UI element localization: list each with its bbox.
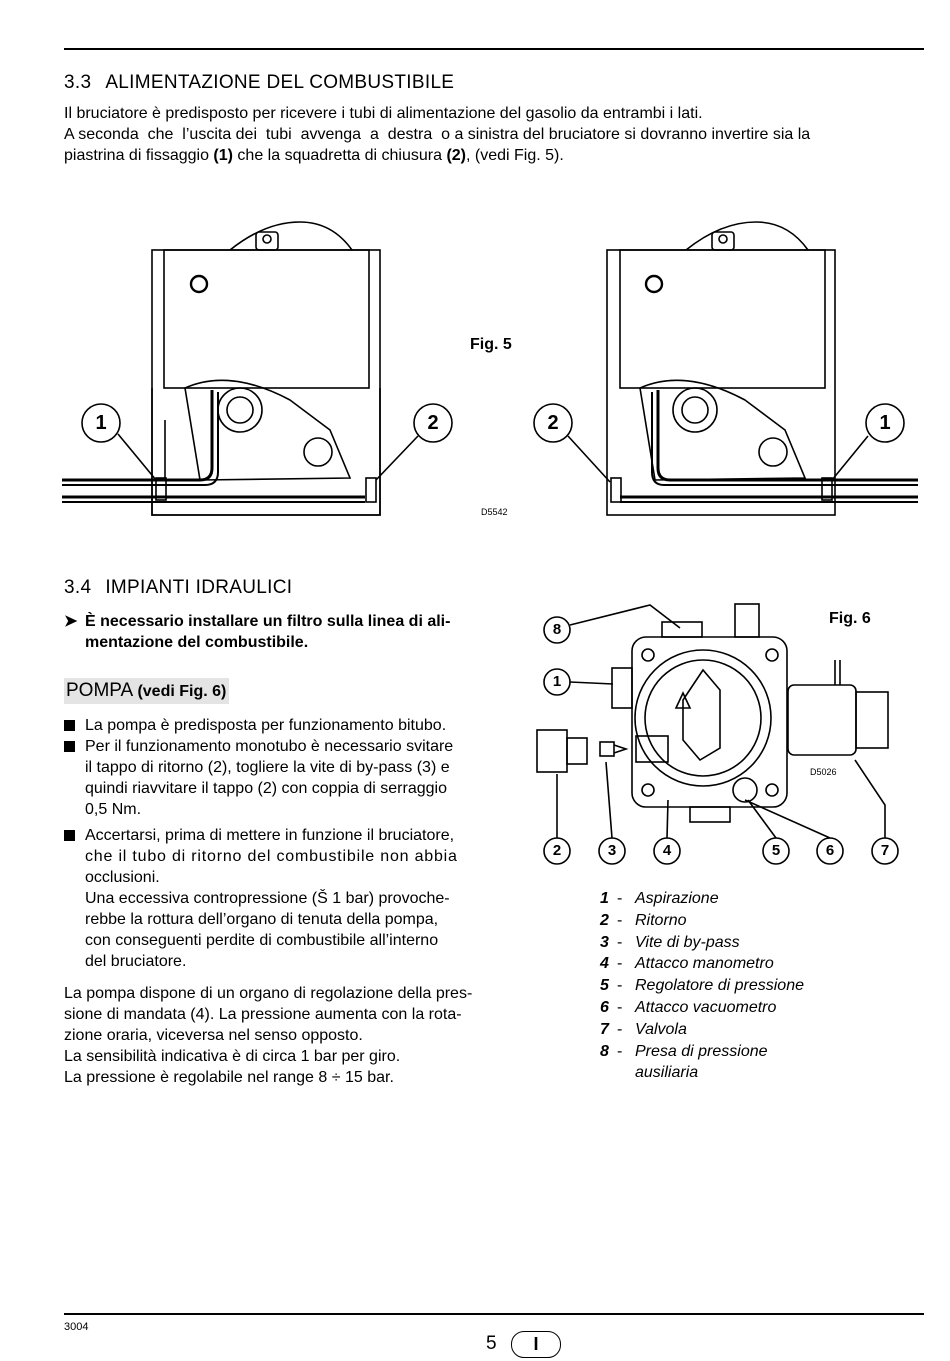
para-line: sione di mandata (4). La pressione aumen…: [64, 1006, 462, 1023]
bullet-1: La pompa è predisposta per funzionamento…: [64, 715, 511, 736]
bullet-text: il tappo di ritorno (2), togliere la vit…: [85, 759, 450, 776]
legend-num: 8: [600, 1042, 609, 1060]
language-badge: I: [511, 1331, 561, 1358]
fig5-code: D5542: [481, 507, 508, 517]
legend-item: 5-Regolatore di pressione: [600, 975, 804, 997]
bullet-square-icon: [64, 830, 75, 841]
legend-item: 1-Aspirazione: [600, 888, 804, 910]
text-line: piastrina di fissaggio (1) che la squadr…: [64, 145, 926, 166]
legend-item: 4-Attacco manometro: [600, 953, 804, 975]
text-span: , (vedi Fig. 5).: [466, 147, 564, 164]
page-number: 5: [486, 1333, 497, 1354]
legend-item: 3-Vite di by-pass: [600, 932, 804, 954]
legend-text: Attacco manometro: [635, 955, 774, 973]
legend-num: 3: [600, 933, 609, 951]
legend-text: Attacco vacuometro: [635, 998, 777, 1016]
section-3-3-heading: 3.3 ALIMENTAZIONE DEL COMBUSTIBILE: [64, 72, 454, 94]
bullet-text: quindi riavvitare il tappo (2) con coppi…: [85, 780, 447, 797]
bullet-square-icon: [64, 741, 75, 752]
legend-num: 6: [600, 998, 609, 1016]
fig5-callout-1: 1: [95, 412, 107, 434]
legend-num: 2: [600, 911, 609, 929]
arrow-icon: ➤: [64, 613, 78, 630]
bullet-square-icon: [64, 720, 75, 731]
legend-num: 4: [600, 955, 609, 973]
ref-2: (2): [446, 147, 467, 164]
fig6-callout-8: 8: [552, 621, 562, 638]
legend-text: Aspirazione: [635, 890, 719, 907]
bullet-text: con conseguenti perdite di combustibile …: [85, 932, 439, 949]
section-3-3-text: Il bruciatore è predisposto per ricevere…: [64, 103, 926, 166]
text-line: A seconda che l’uscita dei tubi avvenga …: [64, 126, 811, 143]
legend-num: 1: [600, 890, 609, 907]
bullet-text: del bruciatore.: [85, 953, 187, 970]
legend-num: 5: [600, 977, 609, 995]
fig6-legend: 1-Aspirazione 2-Ritorno 3-Vite di by-pas…: [600, 888, 804, 1084]
legend-item: 7-Valvola: [600, 1019, 804, 1041]
legend-text: Regolatore di pressione: [635, 977, 804, 995]
top-rule: [64, 48, 924, 50]
legend-text: Ritorno: [635, 911, 687, 929]
fig6-callout-2: 2: [552, 842, 562, 859]
bullet-text: che il tubo di ritorno del combustibile …: [85, 848, 458, 865]
fig6-callout-7: 7: [880, 842, 890, 859]
bullet-text: Accertarsi, prima di mettere in funzione…: [85, 827, 455, 844]
text-span: che la squadretta di chiusura: [232, 147, 447, 164]
pompa-title: POMPA: [66, 680, 133, 701]
section-title: IMPIANTI IDRAULICI: [105, 577, 293, 598]
fig6-callout-3: 3: [607, 842, 617, 859]
bullet-2: Per il funzionamento monotubo è necessar…: [64, 736, 511, 820]
fig5-callout-1b: 1: [879, 412, 891, 434]
fig5-label: Fig. 5: [470, 336, 512, 353]
para-line: zione oraria, viceversa nel senso oppost…: [64, 1027, 363, 1044]
bullet-text: Per il funzionamento monotubo è necessar…: [85, 738, 454, 755]
text-span: piastrina di fissaggio: [64, 147, 214, 164]
bullet-text: 0,5 Nm.: [85, 801, 142, 818]
legend-item: 6-Attacco vacuometro: [600, 997, 804, 1019]
fig6-code: D5026: [810, 767, 837, 777]
section-3-4-heading: 3.4 IMPIANTI IDRAULICI: [64, 577, 292, 599]
ref-1: (1): [213, 147, 233, 164]
legend-item: 8-Presa di pressione: [600, 1041, 804, 1063]
fig5-callout-2b: 2: [547, 412, 559, 434]
section-title: ALIMENTAZIONE DEL COMBUSTIBILE: [105, 72, 455, 93]
note-line: mentazione del combustibile.: [85, 634, 309, 651]
bullet-text: Una eccessiva contropressione (Š 1 bar) …: [85, 890, 450, 907]
legend-continuation: ausiliaria: [635, 1064, 699, 1082]
legend-item: 2-Ritorno: [600, 910, 804, 932]
pressure-paragraph: La pompa dispone di un organo di regolaz…: [64, 983, 511, 1088]
bullet-text: rebbe la rottura dell’organo di tenuta d…: [85, 911, 439, 928]
fig6-callout-5: 5: [771, 842, 781, 859]
section-number: 3.4: [64, 577, 92, 598]
fig6-label: Fig. 6: [829, 610, 871, 627]
pompa-heading: POMPA (vedi Fig. 6): [64, 678, 230, 704]
legend-text: Valvola: [635, 1020, 687, 1038]
note-line: È necessario installare un filtro sulla …: [85, 613, 451, 630]
pompa-subtitle: (vedi Fig. 6): [137, 683, 227, 700]
legend-text: Vite di by-pass: [635, 933, 740, 951]
legend-text: Presa di pressione: [635, 1042, 768, 1060]
para-line: La pressione è regolabile nel range 8 ÷ …: [64, 1069, 394, 1086]
text-line: Il bruciatore è predisposto per ricevere…: [64, 105, 703, 122]
para-line: La pompa dispone di un organo di regolaz…: [64, 985, 473, 1002]
legend-num: 7: [600, 1020, 609, 1038]
fig6-callout-4: 4: [662, 842, 672, 859]
filter-note: ➤ È necessario installare un filtro sull…: [64, 611, 511, 653]
bullet-text: La pompa è predisposta per funzionamento…: [85, 717, 447, 734]
bullet-3: Accertarsi, prima di mettere in funzione…: [64, 825, 511, 972]
fig6-callout-6: 6: [825, 842, 835, 859]
para-line: La sensibilità indicativa è di circa 1 b…: [64, 1048, 401, 1065]
section-number: 3.3: [64, 72, 92, 93]
bullet-text: occlusioni.: [85, 869, 160, 886]
fig6-callout-1: 1: [552, 673, 562, 690]
footer-code: 3004: [64, 1321, 89, 1333]
bottom-rule: [64, 1313, 924, 1315]
language-label: I: [533, 1334, 539, 1354]
fig5-callout-2: 2: [427, 412, 439, 434]
